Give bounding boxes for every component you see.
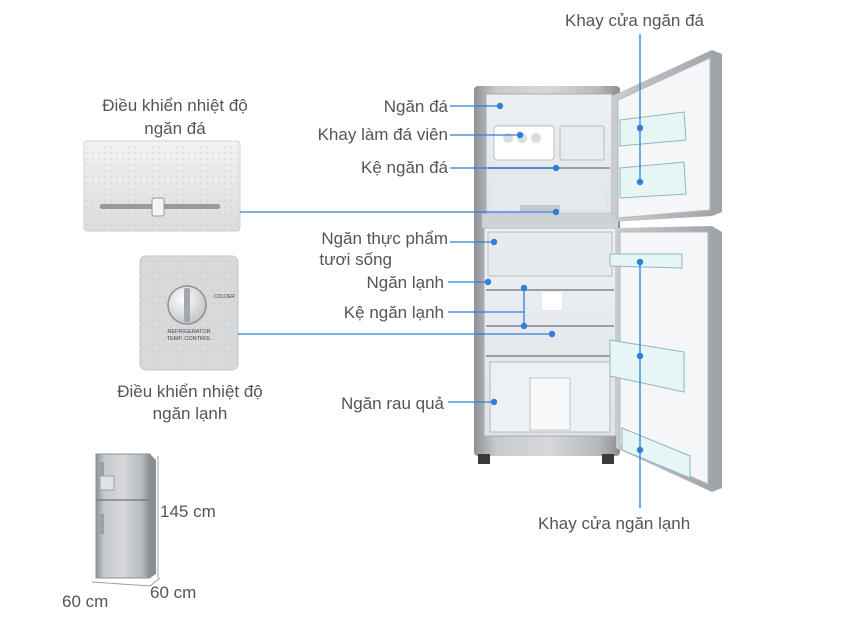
dot-fridge-shelf-bottom (520, 322, 528, 330)
dimension-depth: 60 cm (150, 583, 197, 602)
label-freezer-control-line2: ngăn đá (144, 119, 206, 138)
fridge-door (609, 226, 722, 492)
label-freezer-shelf: Kệ ngăn đá (361, 158, 448, 177)
dial-text-temp-control: TEMP. CONTROL (167, 336, 212, 342)
dot-freezer-shelf (552, 164, 560, 172)
label-fridge: Ngăn lạnh (366, 273, 444, 292)
dot-freezer-door-top (636, 124, 644, 132)
label-fridge-door-tray: Khay cửa ngăn lạnh (538, 514, 691, 533)
dot-freezer-control (552, 208, 560, 216)
dot-fridge-door-1 (636, 258, 644, 266)
label-freezer-door-tray: Khay cửa ngăn đá (565, 11, 704, 30)
dot-ice-tray (516, 131, 524, 139)
dot-vegetable-bin (490, 398, 498, 406)
leader-lines (238, 34, 644, 508)
dial-text-refrigerator: REFRIGERATOR (167, 329, 210, 335)
dot-fridge-control (548, 330, 556, 338)
dot-fridge-door-3 (636, 446, 644, 454)
fridge-interior (486, 231, 614, 433)
label-freezer: Ngăn đá (383, 97, 448, 116)
dot-fridge (484, 278, 492, 286)
label-fridge-control-line2: ngăn lạnh (152, 404, 228, 423)
freezer-control-photo (83, 140, 241, 232)
dot-fridge-door-2 (636, 352, 644, 360)
label-freezer-control-line1: Điều khiển nhiệt độ (102, 96, 248, 115)
label-fresh-food-line1: Ngăn thực phẩm (321, 229, 448, 248)
dot-fridge-shelf-top (520, 284, 528, 292)
label-fridge-shelf: Kệ ngăn lạnh (343, 303, 444, 322)
dot-freezer-door-bottom (636, 178, 644, 186)
dimension-width: 60 cm (62, 592, 109, 611)
dial-text-colder: COLDER (214, 294, 235, 300)
label-fresh-food-line2: tươi sống (290, 249, 448, 270)
dimension-height: 145 cm (160, 502, 216, 521)
freezer-interior (488, 125, 610, 211)
label-ice-tray: Khay làm đá viên (317, 125, 448, 144)
freezer-door (612, 50, 722, 222)
label-fresh-food-line2-text: tươi sống (319, 250, 392, 269)
fridge-control-photo: REFRIGERATOR TEMP. CONTROL COLDER (139, 255, 239, 371)
dot-fresh-food (490, 238, 498, 246)
label-vegetable-bin: Ngăn rau quả (340, 394, 444, 413)
label-fridge-control-line1: Điều khiển nhiệt độ (117, 382, 263, 401)
fridge-thumbnail (91, 453, 161, 587)
dot-freezer (496, 102, 504, 110)
